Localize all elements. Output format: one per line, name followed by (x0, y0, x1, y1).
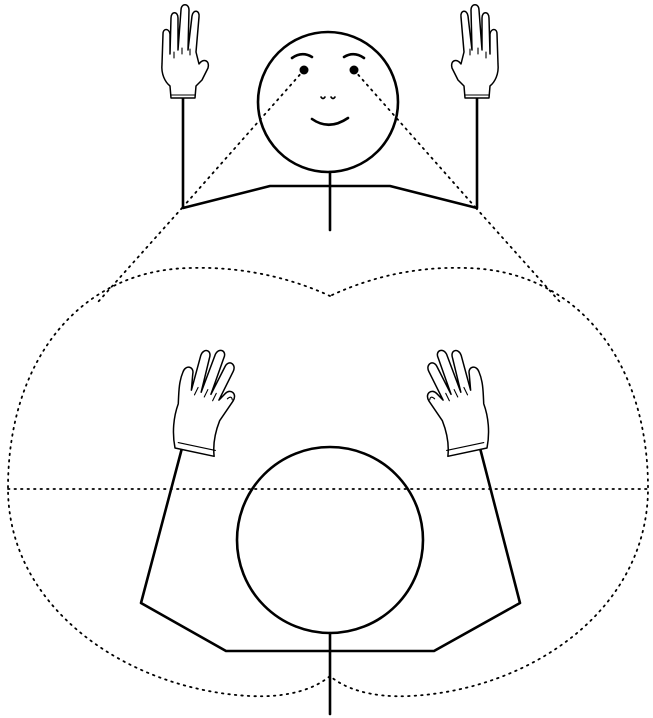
right-nostril (331, 97, 335, 99)
lower-left-hand-icon (166, 343, 243, 458)
right-eye (350, 66, 359, 75)
lower-arms-shoulders (141, 448, 520, 651)
upper-head (258, 32, 398, 172)
left-eye (300, 66, 309, 75)
right-eyebrow (344, 54, 364, 58)
upper-right-hand-icon (452, 5, 499, 98)
left-eyebrow (292, 54, 312, 58)
upper-left-hand-icon (162, 5, 209, 98)
left-nostril (321, 97, 325, 99)
upper-figure (162, 5, 498, 230)
field-of-view (8, 208, 648, 696)
lower-right-hand-icon (419, 343, 496, 458)
fov-line-left (98, 208, 182, 302)
lower-figure (141, 343, 520, 714)
lower-head (237, 447, 423, 633)
smile (312, 118, 348, 125)
